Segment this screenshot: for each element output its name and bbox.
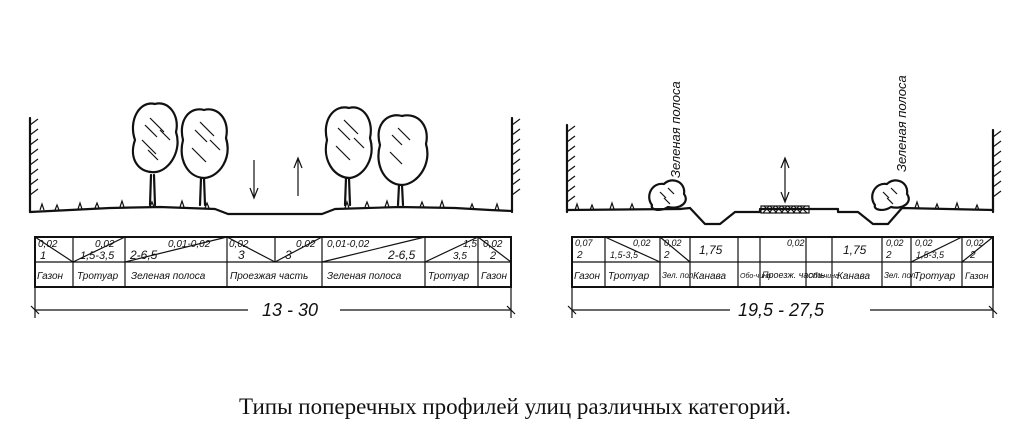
right-name-6: Проезж. часть bbox=[762, 270, 825, 280]
left-slope-6: 0,01-0,02 bbox=[327, 239, 370, 250]
left-width-8: 2 bbox=[489, 250, 496, 262]
right-name-5: Обо-чина bbox=[740, 272, 771, 280]
right-name-11: Газон bbox=[965, 271, 988, 281]
left-slope-1: 0,02 bbox=[38, 239, 58, 250]
right-name-1: Газон bbox=[574, 271, 601, 282]
right-width-2: 1,5-3,5 bbox=[610, 250, 639, 260]
left-dimension-line bbox=[30, 287, 516, 318]
left-name-1: Газон bbox=[37, 271, 64, 282]
right-grass bbox=[574, 200, 980, 211]
right-name-10: Тротуар bbox=[914, 271, 956, 282]
left-name-3: Зеленая полоса bbox=[131, 271, 206, 282]
left-width-5: 3 bbox=[285, 248, 292, 262]
right-ground-line bbox=[565, 206, 995, 226]
right-slope-6: 0,02 bbox=[915, 238, 933, 248]
right-name-8: Канава bbox=[837, 271, 871, 282]
right-double-arrow bbox=[780, 156, 790, 204]
left-slope-8: 0,02 bbox=[483, 239, 503, 250]
left-tree-1 bbox=[131, 102, 179, 207]
right-vertical-label-1: Зеленая полоса bbox=[668, 81, 683, 178]
right-slope-4: 0,02 bbox=[787, 238, 805, 248]
left-width-4: 3 bbox=[238, 248, 245, 262]
left-width-1: 1 bbox=[40, 250, 46, 262]
right-total-width: 19,5 - 27,5 bbox=[738, 300, 825, 320]
left-width-6: 2-6,5 bbox=[387, 248, 416, 262]
left-width-7: 3,5 bbox=[453, 251, 467, 262]
left-table bbox=[34, 236, 512, 288]
right-slope-1: 0,07 bbox=[575, 238, 594, 248]
right-width-3: 2 bbox=[663, 250, 670, 261]
left-name-7: Газон bbox=[481, 271, 508, 282]
right-name-2: Тротуар bbox=[608, 271, 650, 282]
right-slope-2: 0,02 bbox=[633, 238, 651, 248]
left-tree-2 bbox=[180, 108, 229, 207]
right-width-5: 1,75 bbox=[843, 243, 867, 257]
left-arrow-down bbox=[249, 160, 259, 200]
left-name-6: Тротуар bbox=[428, 271, 470, 282]
left-slope-7: 1,5 bbox=[463, 239, 477, 250]
right-slope-5: 0,02 bbox=[886, 238, 904, 248]
left-grass bbox=[39, 199, 500, 211]
left-arrow-up bbox=[293, 156, 303, 196]
right-profile: Зеленая полоса Зеленая полоса bbox=[565, 75, 1002, 318]
right-width-6: 2 bbox=[885, 250, 892, 261]
right-wall-right bbox=[991, 128, 1002, 214]
right-bush-left bbox=[648, 179, 687, 211]
figure-caption: Типы поперечных профилей улиц различных … bbox=[238, 394, 792, 419]
left-slope-5: 0,02 bbox=[296, 239, 316, 250]
left-slope-4: 0,02 bbox=[229, 239, 249, 250]
left-tree-4 bbox=[377, 114, 429, 207]
right-name-9: Зел. пол. bbox=[884, 271, 917, 280]
right-width-4: 1,75 bbox=[699, 243, 723, 257]
right-carriageway bbox=[760, 205, 810, 214]
right-width-7: 1,5-3,5 bbox=[916, 250, 945, 260]
left-wall-left bbox=[28, 116, 39, 214]
left-width-2: 1,5-3,5 bbox=[80, 250, 115, 262]
right-bush-right bbox=[871, 179, 910, 211]
right-wall-left bbox=[565, 123, 576, 214]
right-table bbox=[571, 236, 994, 288]
right-width-1: 2 bbox=[576, 250, 583, 261]
right-vertical-label-2: Зеленая полоса bbox=[894, 75, 909, 172]
right-slope-3: 0,02 bbox=[664, 238, 682, 248]
right-name-7: Обо-чина bbox=[808, 272, 839, 280]
left-total-width: 13 - 30 bbox=[262, 300, 318, 320]
right-name-3: Зел. пол. bbox=[662, 271, 695, 280]
left-tree-3 bbox=[324, 106, 373, 207]
left-profile bbox=[28, 102, 521, 318]
left-name-4: Проезжая часть bbox=[230, 271, 308, 282]
left-wall-right bbox=[510, 116, 521, 214]
right-width-8: 2 bbox=[969, 250, 976, 261]
left-ground-line bbox=[28, 205, 514, 216]
left-slope-2: 0,02 bbox=[95, 239, 115, 250]
left-width-3: 2-6,5 bbox=[129, 248, 158, 262]
left-name-2: Тротуар bbox=[77, 271, 119, 282]
right-dimension-line bbox=[567, 287, 998, 318]
left-slope-3: 0,01-0,02 bbox=[168, 239, 211, 250]
right-slope-7: 0,02 bbox=[966, 238, 984, 248]
right-name-4: Канава bbox=[693, 271, 727, 282]
left-name-5: Зеленая полоса bbox=[327, 271, 402, 282]
